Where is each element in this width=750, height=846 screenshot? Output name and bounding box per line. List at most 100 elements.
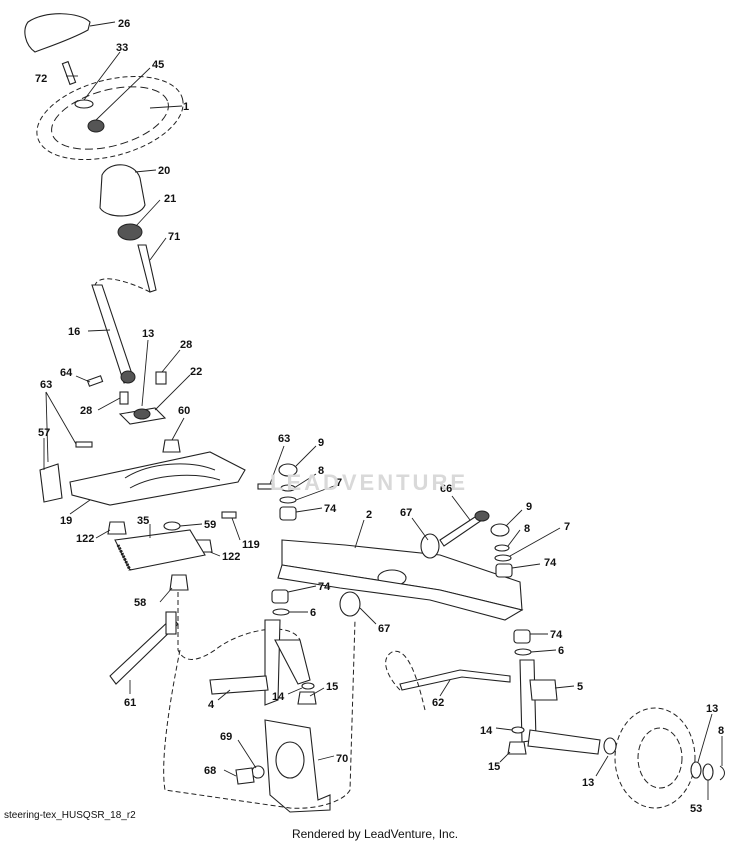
- label-74b: 74: [544, 557, 557, 569]
- part-53-washer: [702, 763, 714, 781]
- label-68: 68: [204, 765, 216, 777]
- label-35: 35: [137, 515, 149, 527]
- part-72-bolt: [61, 60, 77, 86]
- part-8-clip-b: [494, 544, 510, 552]
- label-1: 1: [183, 101, 189, 113]
- diagram-code: steering-tex_HUSQSR_18_r2: [4, 810, 136, 821]
- part-45-nut: [87, 119, 105, 133]
- part-5-spindle-arm: [529, 679, 558, 701]
- label-20: 20: [158, 165, 170, 177]
- part-9-cap-a: [278, 463, 298, 477]
- part-13-washer-c: [690, 761, 702, 779]
- part-13-washer-b: [603, 737, 617, 755]
- leader-14a: [287, 687, 303, 695]
- part-5-spindle-axle: [527, 729, 601, 755]
- part-4-spindle-arm: [274, 639, 311, 685]
- leader-122a: [95, 529, 111, 539]
- part-7-washer-b: [494, 554, 512, 562]
- label-14b: 14: [480, 725, 493, 737]
- leader-33: [83, 51, 121, 101]
- leader-13b: [595, 755, 609, 777]
- part-59-washer: [163, 521, 181, 531]
- label-13b: 13: [582, 777, 594, 789]
- part-16-steering-shaft: [91, 284, 135, 384]
- label-64: 64: [60, 367, 73, 379]
- leader-59: [179, 523, 203, 527]
- label-119: 119: [242, 539, 260, 551]
- label-61: 61: [124, 697, 136, 709]
- label-4: 4: [208, 699, 215, 711]
- label-28a: 28: [180, 339, 192, 351]
- leader-13c: [697, 713, 713, 763]
- front-wheel: [614, 707, 696, 809]
- leader-21: [135, 199, 161, 227]
- label-60: 60: [178, 405, 190, 417]
- part-74-bushing-c: [271, 589, 289, 604]
- leader-22: [154, 374, 191, 411]
- leader-2: [354, 519, 365, 549]
- leader-16: [87, 329, 111, 332]
- leader-20: [134, 169, 157, 173]
- leader-58: [159, 587, 173, 603]
- part-6-washer-b: [514, 648, 532, 656]
- leader-60: [171, 417, 185, 441]
- part-20-boot: [99, 164, 146, 217]
- label-13c: 13: [706, 703, 718, 715]
- part-2-axle-lower: [277, 564, 524, 621]
- part-63-bolt-b: [257, 483, 275, 490]
- steering-link-dashed: [94, 278, 151, 293]
- gear-to-drag-link: [177, 592, 301, 660]
- leader-45: [95, 67, 151, 121]
- part-122-nut-a: [107, 521, 127, 535]
- leader-68: [223, 769, 237, 777]
- part-35-teeth: [116, 544, 132, 571]
- part-1-steering-wheel-inner: [51, 86, 169, 150]
- leader-13a: [141, 339, 149, 407]
- label-6a: 6: [310, 607, 316, 619]
- part-66-bolt: [439, 514, 483, 547]
- part-58-nut: [169, 574, 189, 591]
- leader-1: [149, 105, 183, 109]
- leader-19: [69, 499, 91, 515]
- label-59: 59: [204, 519, 216, 531]
- part-15-nut-b: [507, 741, 527, 755]
- leader-63b: [269, 445, 285, 485]
- label-14a: 14: [272, 691, 285, 703]
- tie-rod-dashed: [385, 650, 426, 711]
- leader-9a: [295, 445, 317, 467]
- leader-28b: [97, 397, 121, 411]
- label-57: 57: [38, 427, 50, 439]
- part-57-plate: [39, 463, 63, 503]
- leader-66: [451, 495, 471, 521]
- part-28-bolt-a: [155, 371, 167, 385]
- part-64-bolt: [86, 375, 104, 387]
- label-67b: 67: [378, 623, 390, 635]
- label-26: 26: [118, 18, 130, 30]
- label-74c: 74: [318, 581, 331, 593]
- label-74d: 74: [550, 629, 563, 641]
- label-8a: 8: [318, 465, 324, 477]
- leader-122b: [209, 551, 221, 557]
- part-71-shaft: [137, 244, 157, 293]
- part-8-clip-a: [280, 484, 296, 492]
- label-69: 69: [220, 731, 232, 743]
- leader-69: [237, 739, 257, 769]
- part-4-spindle-axle: [209, 675, 269, 695]
- part-62-tie-rod: [399, 669, 511, 691]
- part-26-cap: [24, 13, 91, 53]
- label-71: 71: [168, 231, 180, 243]
- label-53: 53: [690, 803, 702, 815]
- part-8-clip-c: [719, 765, 725, 781]
- leader-71: [149, 237, 167, 261]
- part-74-bushing-d: [513, 629, 531, 644]
- label-28b: 28: [80, 405, 92, 417]
- part-1-steering-wheel: [36, 75, 184, 161]
- part-16-gear: [120, 370, 136, 384]
- leader-8b: [507, 529, 521, 547]
- part-61-end: [165, 611, 177, 635]
- label-7a: 7: [336, 477, 342, 489]
- leader-74b: [511, 563, 541, 569]
- part-60-nut: [162, 439, 181, 453]
- leader-67a: [411, 517, 429, 541]
- part-14-washer-b: [511, 726, 525, 734]
